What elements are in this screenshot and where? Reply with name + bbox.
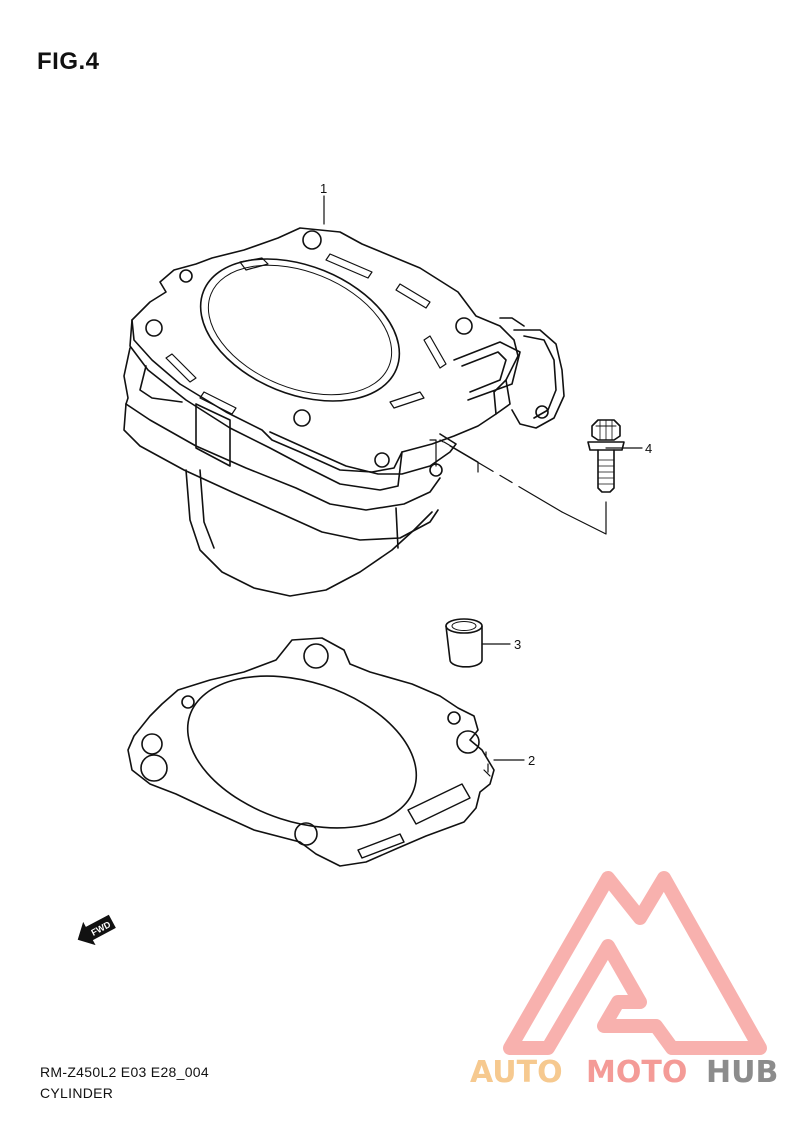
cylinder-gasket-part[interactable]: [127, 637, 495, 867]
fwd-arrow-icon: FWD: [77, 914, 116, 946]
figure-title: FIG.4: [37, 48, 100, 75]
footer-code: RM-Z450L2 E03 E28_004: [40, 1064, 209, 1080]
footer-name: CYLINDER: [40, 1085, 114, 1101]
callout-1: 1: [320, 181, 327, 196]
logo-moto: MOTO: [586, 1055, 687, 1090]
callout-4: 4: [645, 441, 652, 456]
callout-3: 3: [514, 637, 521, 652]
bolt-part[interactable]: [587, 419, 625, 493]
logo-hub: HUB: [706, 1055, 778, 1090]
logo-auto: AUTO: [470, 1055, 563, 1090]
dowel-pin-part[interactable]: [445, 618, 483, 668]
automotohub-logo: AUTO MOTO HUB: [470, 871, 778, 1090]
cylinder-part[interactable]: [123, 227, 565, 597]
callout-2: 2: [528, 753, 535, 768]
